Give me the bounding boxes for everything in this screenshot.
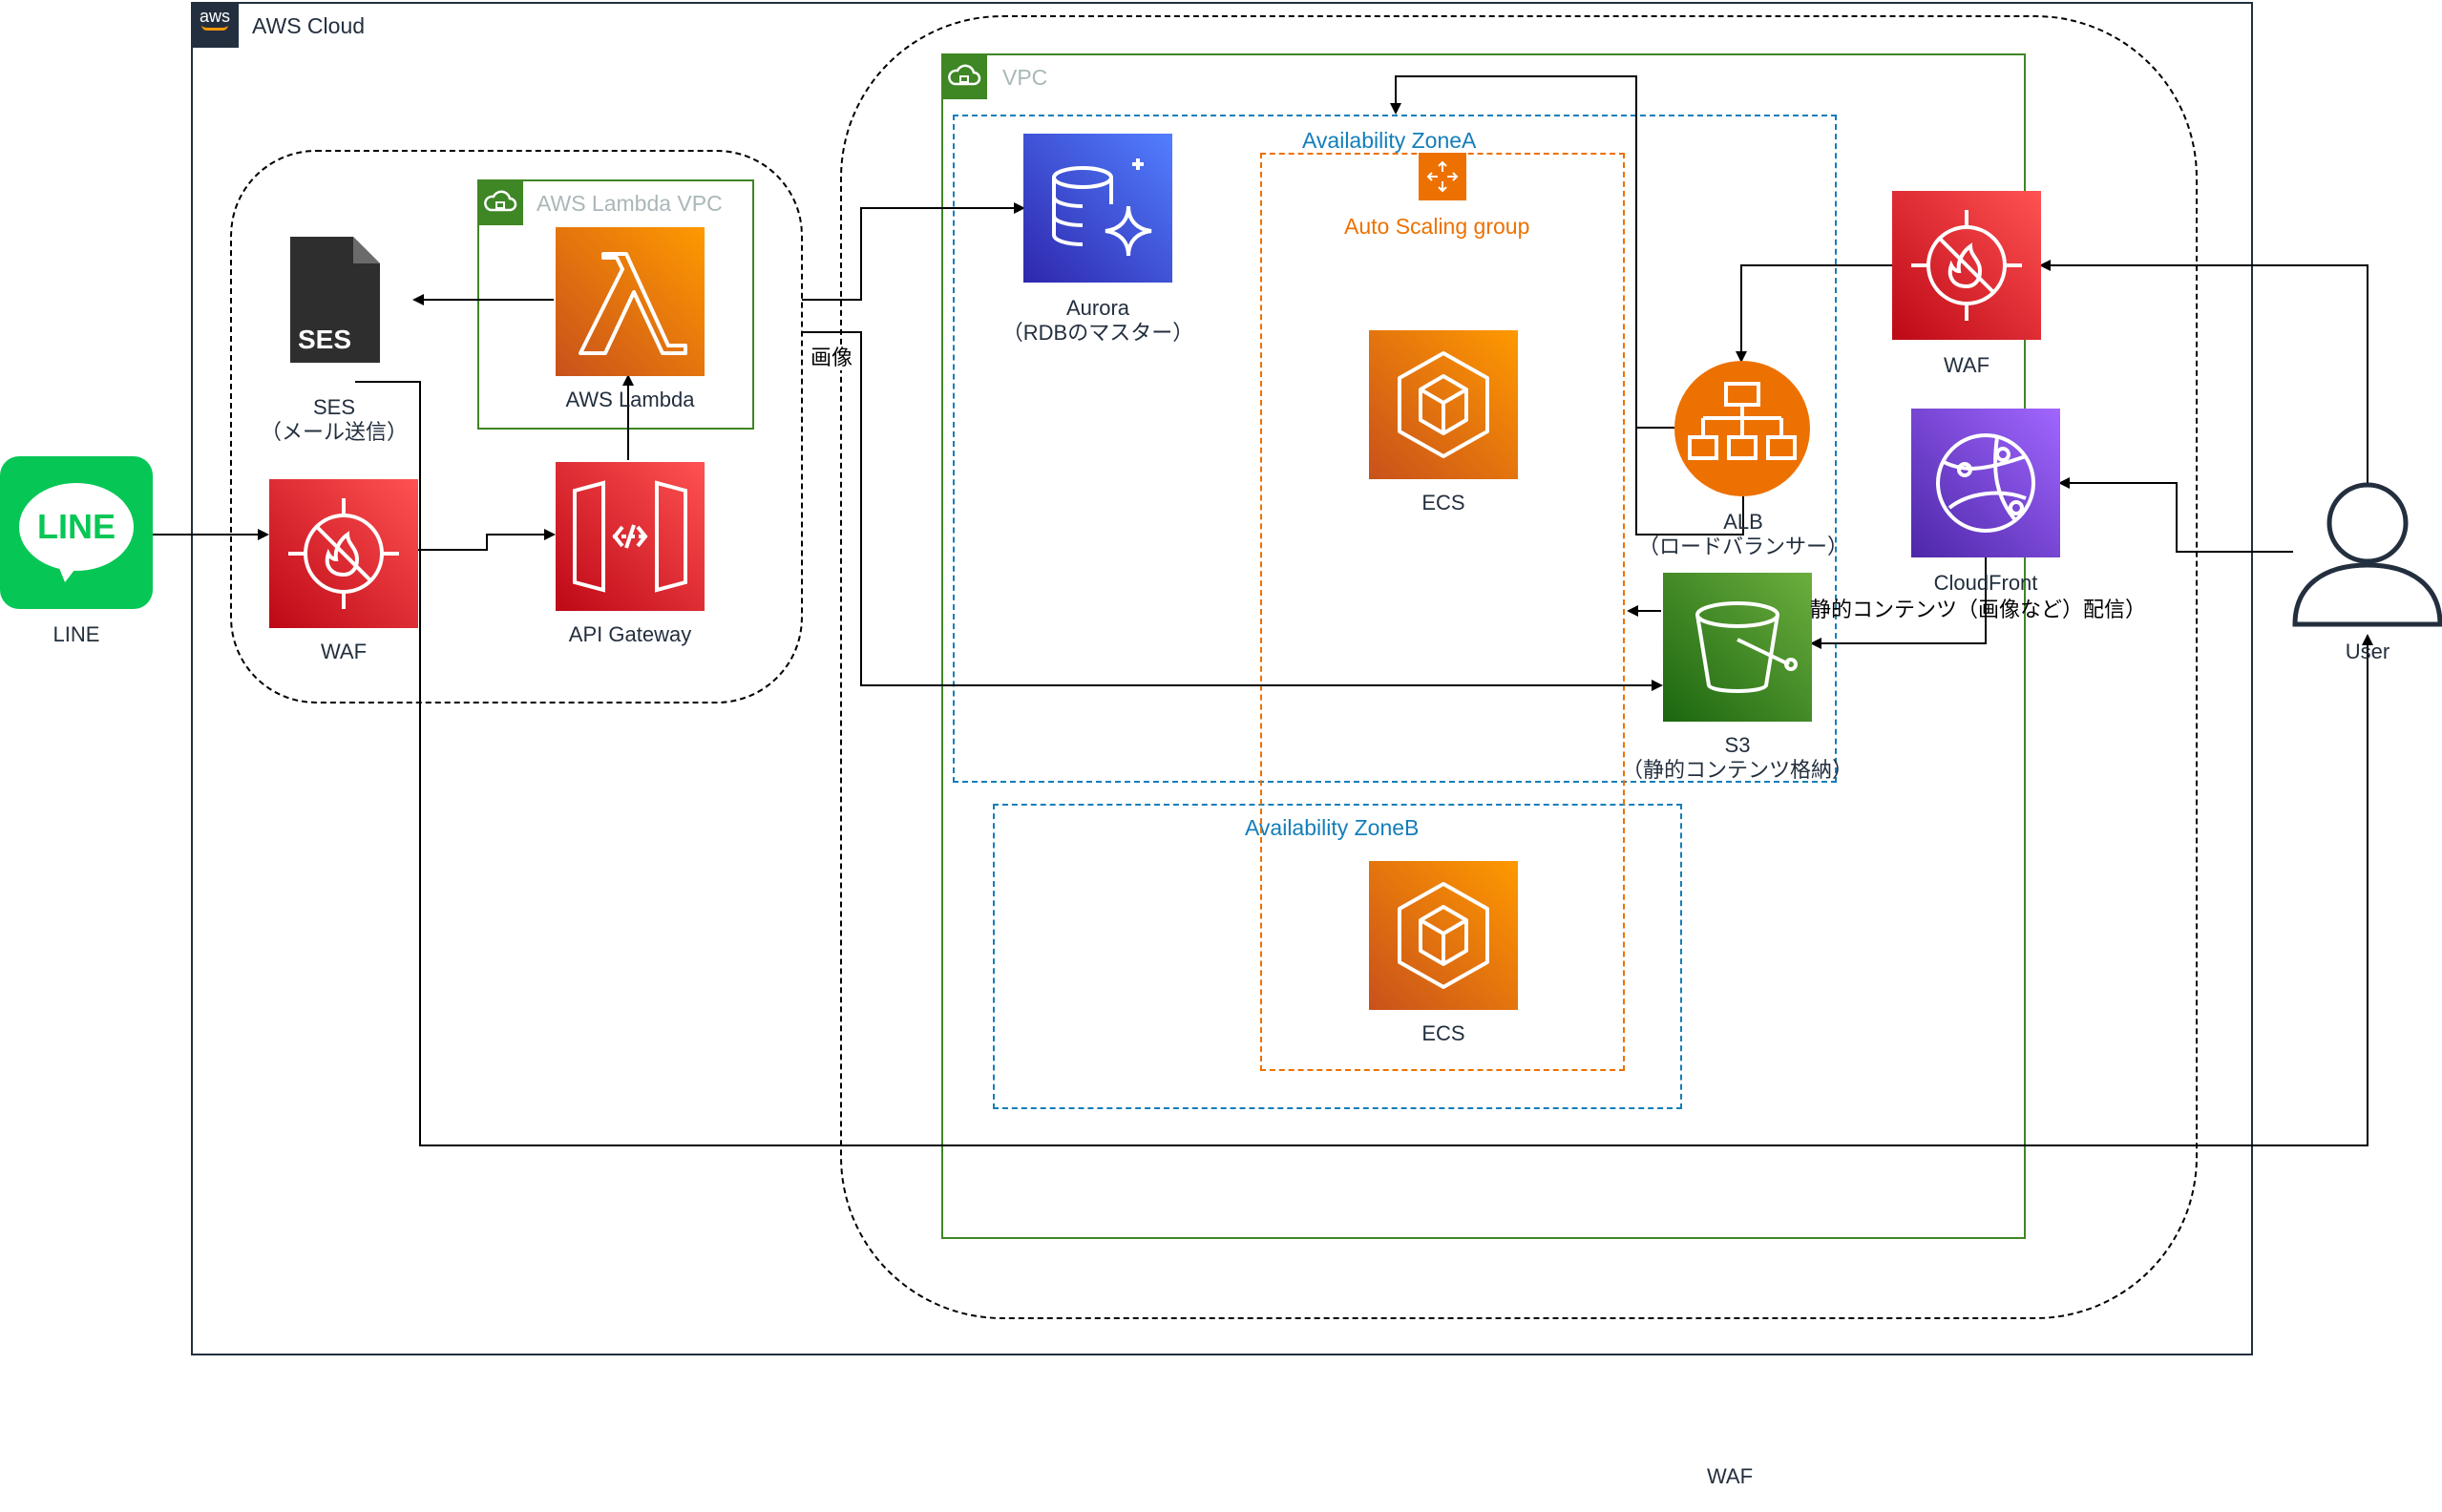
- waf-right-icon: [1892, 191, 2041, 340]
- image-edge-label: 画像: [808, 346, 855, 370]
- lambda-vpc-group: [477, 179, 754, 430]
- app-region-outline: [840, 15, 2198, 1319]
- aurora-label-1: Aurora: [1065, 296, 1130, 320]
- ses-label-2: （メール送信）: [260, 420, 408, 444]
- edge-lambda-aurora: [802, 202, 1025, 301]
- api-gateway-icon: [556, 462, 705, 611]
- edge-alb-down: [1635, 428, 1744, 536]
- vpc-group: [941, 53, 2026, 1239]
- ecs-b-label: ECS: [1421, 1021, 1465, 1045]
- waf-left-icon: [269, 479, 418, 628]
- az-a-group: [953, 115, 1837, 783]
- line-app-icon: LINE: [0, 456, 153, 609]
- cloudfront-icon: [1911, 409, 2060, 557]
- az-b-title: Availability ZoneB: [1245, 815, 1420, 840]
- ecs-a-label: ECS: [1421, 491, 1465, 514]
- edge-cloudfront-s3: [1810, 557, 1987, 649]
- line-label: LINE: [53, 622, 100, 646]
- s3-label-2: （静的コンテンツ格納）: [1621, 758, 1853, 782]
- aws-cloud-group: [191, 2, 2253, 1355]
- aurora-label-2: （RDBのマスター）: [1001, 321, 1194, 345]
- vpc-cloud-icon: [941, 53, 987, 99]
- svg-text:LINE: LINE: [37, 507, 116, 546]
- cloudfront-label: CloudFront: [1933, 571, 2038, 595]
- waf-left-label: WAF: [320, 640, 368, 663]
- api-gateway-label: API Gateway: [568, 622, 692, 646]
- waf-bottom-label: WAF: [1706, 1464, 1754, 1488]
- ecs-a-icon: [1369, 330, 1518, 479]
- edge-ses-user: [355, 381, 2373, 1146]
- alb-icon: [1674, 361, 1810, 496]
- alb-label-2: （ロードバランサー）: [1638, 535, 1849, 558]
- edge-user-waf: [2039, 260, 2368, 483]
- asg-title: Auto Scaling group: [1344, 214, 1530, 239]
- az-b-group: [993, 804, 1682, 1109]
- aurora-icon: [1023, 134, 1172, 283]
- az-a-title: Availability ZoneA: [1302, 128, 1477, 153]
- edge-alb-asg: [1390, 75, 1674, 429]
- waf-right-label: WAF: [1943, 353, 1990, 377]
- asg-icon: [1419, 153, 1466, 200]
- lambda-vpc-cloud-icon: [477, 179, 523, 225]
- user-label: User: [2345, 640, 2390, 663]
- vpc-title: VPC: [1002, 65, 1048, 90]
- s3-label-1: S3: [1724, 733, 1751, 757]
- edge-user-cloudfront: [2058, 477, 2293, 553]
- lambda-icon: [556, 227, 705, 376]
- alb-label-1: ALB: [1723, 510, 1763, 534]
- lambda-label: AWS Lambda: [565, 388, 695, 411]
- ecs-b-icon: [1369, 861, 1518, 1010]
- lambda-vpc-title: AWS Lambda VPC: [537, 191, 723, 216]
- s3-icon: [1663, 573, 1812, 722]
- ses-file-icon: SES: [286, 233, 384, 367]
- edge-waf-alb: [1736, 264, 1892, 363]
- static-delivery-edge-label: 静的コンテンツ（画像など）配信）: [1810, 598, 2147, 621]
- ses-label-1: SES: [312, 395, 356, 419]
- aws-logo-icon: aws: [191, 2, 239, 48]
- edge-waf-apigw: [416, 529, 556, 551]
- user-icon: [2291, 477, 2442, 630]
- ses-file-text: SES: [298, 325, 352, 354]
- aws-cloud-title: AWS Cloud: [252, 13, 366, 38]
- lambda-region-outline: [230, 150, 803, 704]
- edge-lambda-s3: [802, 331, 1663, 691]
